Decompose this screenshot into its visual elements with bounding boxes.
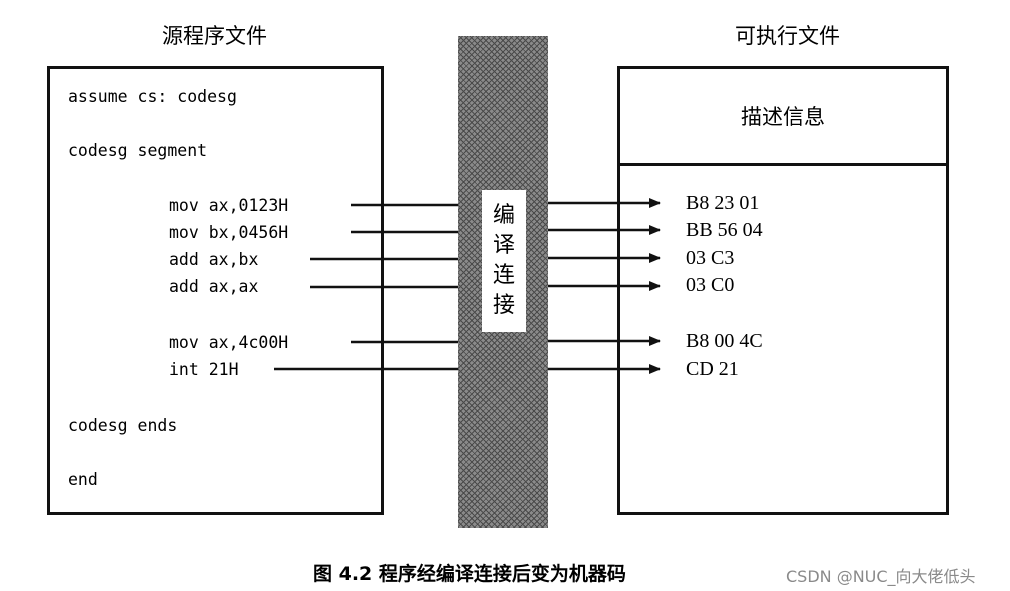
code-line-end: end xyxy=(68,470,98,489)
process-char-lian: 连 xyxy=(492,263,515,288)
code-line-mov-bx: mov bx,0456H xyxy=(169,223,289,242)
compile-link-label: 编 译 连 接 xyxy=(482,190,526,332)
code-line-mov-ax: mov ax,0123H xyxy=(169,196,289,215)
code-line-add-ax-bx: add ax,bx xyxy=(169,250,259,269)
process-char-bian: 编 xyxy=(492,203,515,228)
executable-file-title: 可执行文件 xyxy=(735,24,840,48)
code-line-mov-ax-4c00: mov ax,4c00H xyxy=(169,333,289,352)
csdn-watermark: CSDN @NUC_向大佬低头 xyxy=(786,567,976,586)
executable-file-box xyxy=(617,66,949,515)
machine-code-row: CD 21 xyxy=(686,358,739,380)
code-line-add-ax-ax: add ax,ax xyxy=(169,277,259,296)
machine-code-row: BB 56 04 xyxy=(686,219,763,241)
machine-code-row: 03 C3 xyxy=(686,247,735,269)
process-char-jie: 接 xyxy=(492,293,515,318)
code-line-assume: assume cs: codesg xyxy=(68,87,237,106)
machine-code-row: B8 23 01 xyxy=(686,192,760,214)
figure-caption: 图 4.2 程序经编译连接后变为机器码 xyxy=(313,563,626,585)
machine-code-row: B8 00 4C xyxy=(686,330,763,352)
header-divider xyxy=(617,163,949,166)
code-line-ends: codesg ends xyxy=(68,416,178,435)
code-line-segment: codesg segment xyxy=(68,141,208,160)
source-file-box xyxy=(47,66,384,515)
machine-code-row: 03 C0 xyxy=(686,274,735,296)
process-char-yi: 译 xyxy=(492,233,515,258)
source-file-title: 源程序文件 xyxy=(162,24,267,48)
code-line-int-21: int 21H xyxy=(169,360,239,379)
description-info: 描述信息 xyxy=(741,105,825,129)
